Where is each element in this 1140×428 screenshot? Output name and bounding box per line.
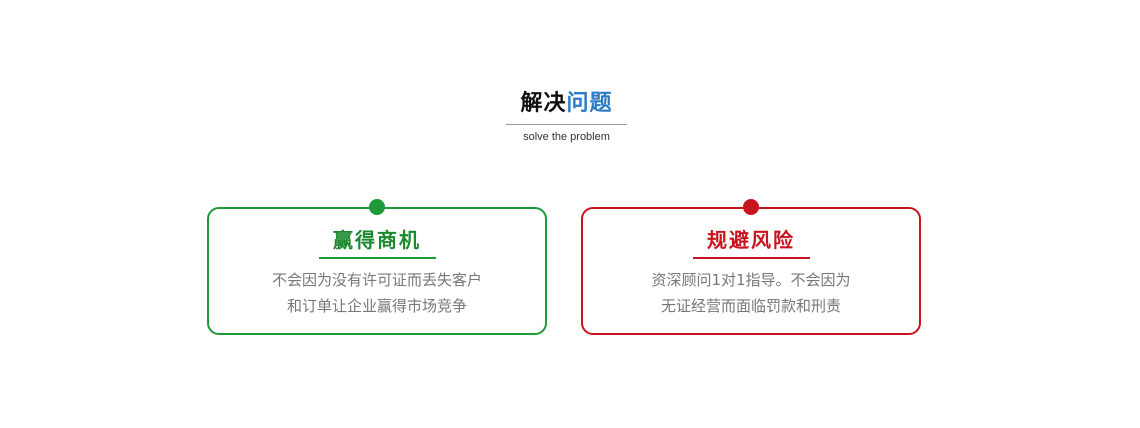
card-description: 不会因为没有许可证而丢失客户 和订单让企业赢得市场竞争	[209, 267, 545, 319]
section-subtitle: solve the problem	[523, 131, 610, 143]
card-description-line: 资深顾问1对1指导。不会因为	[651, 271, 851, 289]
title-underline	[319, 257, 436, 259]
card-description-line: 无证经营而面临罚款和刑责	[660, 297, 841, 315]
card-win-opportunity: 赢得商机 不会因为没有许可证而丢失客户 和订单让企业赢得市场竞争	[207, 199, 547, 335]
title-underline	[693, 257, 810, 259]
card-description: 资深顾问1对1指导。不会因为 无证经营而面临罚款和刑责	[583, 267, 919, 319]
section-title-main: 解决	[520, 91, 567, 116]
dot-icon	[369, 199, 385, 215]
card-avoid-risk: 规避风险 资深顾问1对1指导。不会因为 无证经营而面临罚款和刑责	[581, 199, 921, 335]
section-title-accent: 问题	[566, 91, 613, 116]
card-description-line: 不会因为没有许可证而丢失客户	[271, 271, 482, 289]
section-title: 解决问题	[0, 88, 1133, 120]
dot-icon	[743, 199, 759, 215]
card-description-line: 和订单让企业赢得市场竞争	[286, 297, 467, 315]
card-title: 赢得商机	[333, 228, 421, 252]
heading-divider	[506, 124, 627, 125]
card-title: 规避风险	[707, 228, 795, 252]
section-heading: 解决问题 solve the problem	[0, 88, 1133, 144]
